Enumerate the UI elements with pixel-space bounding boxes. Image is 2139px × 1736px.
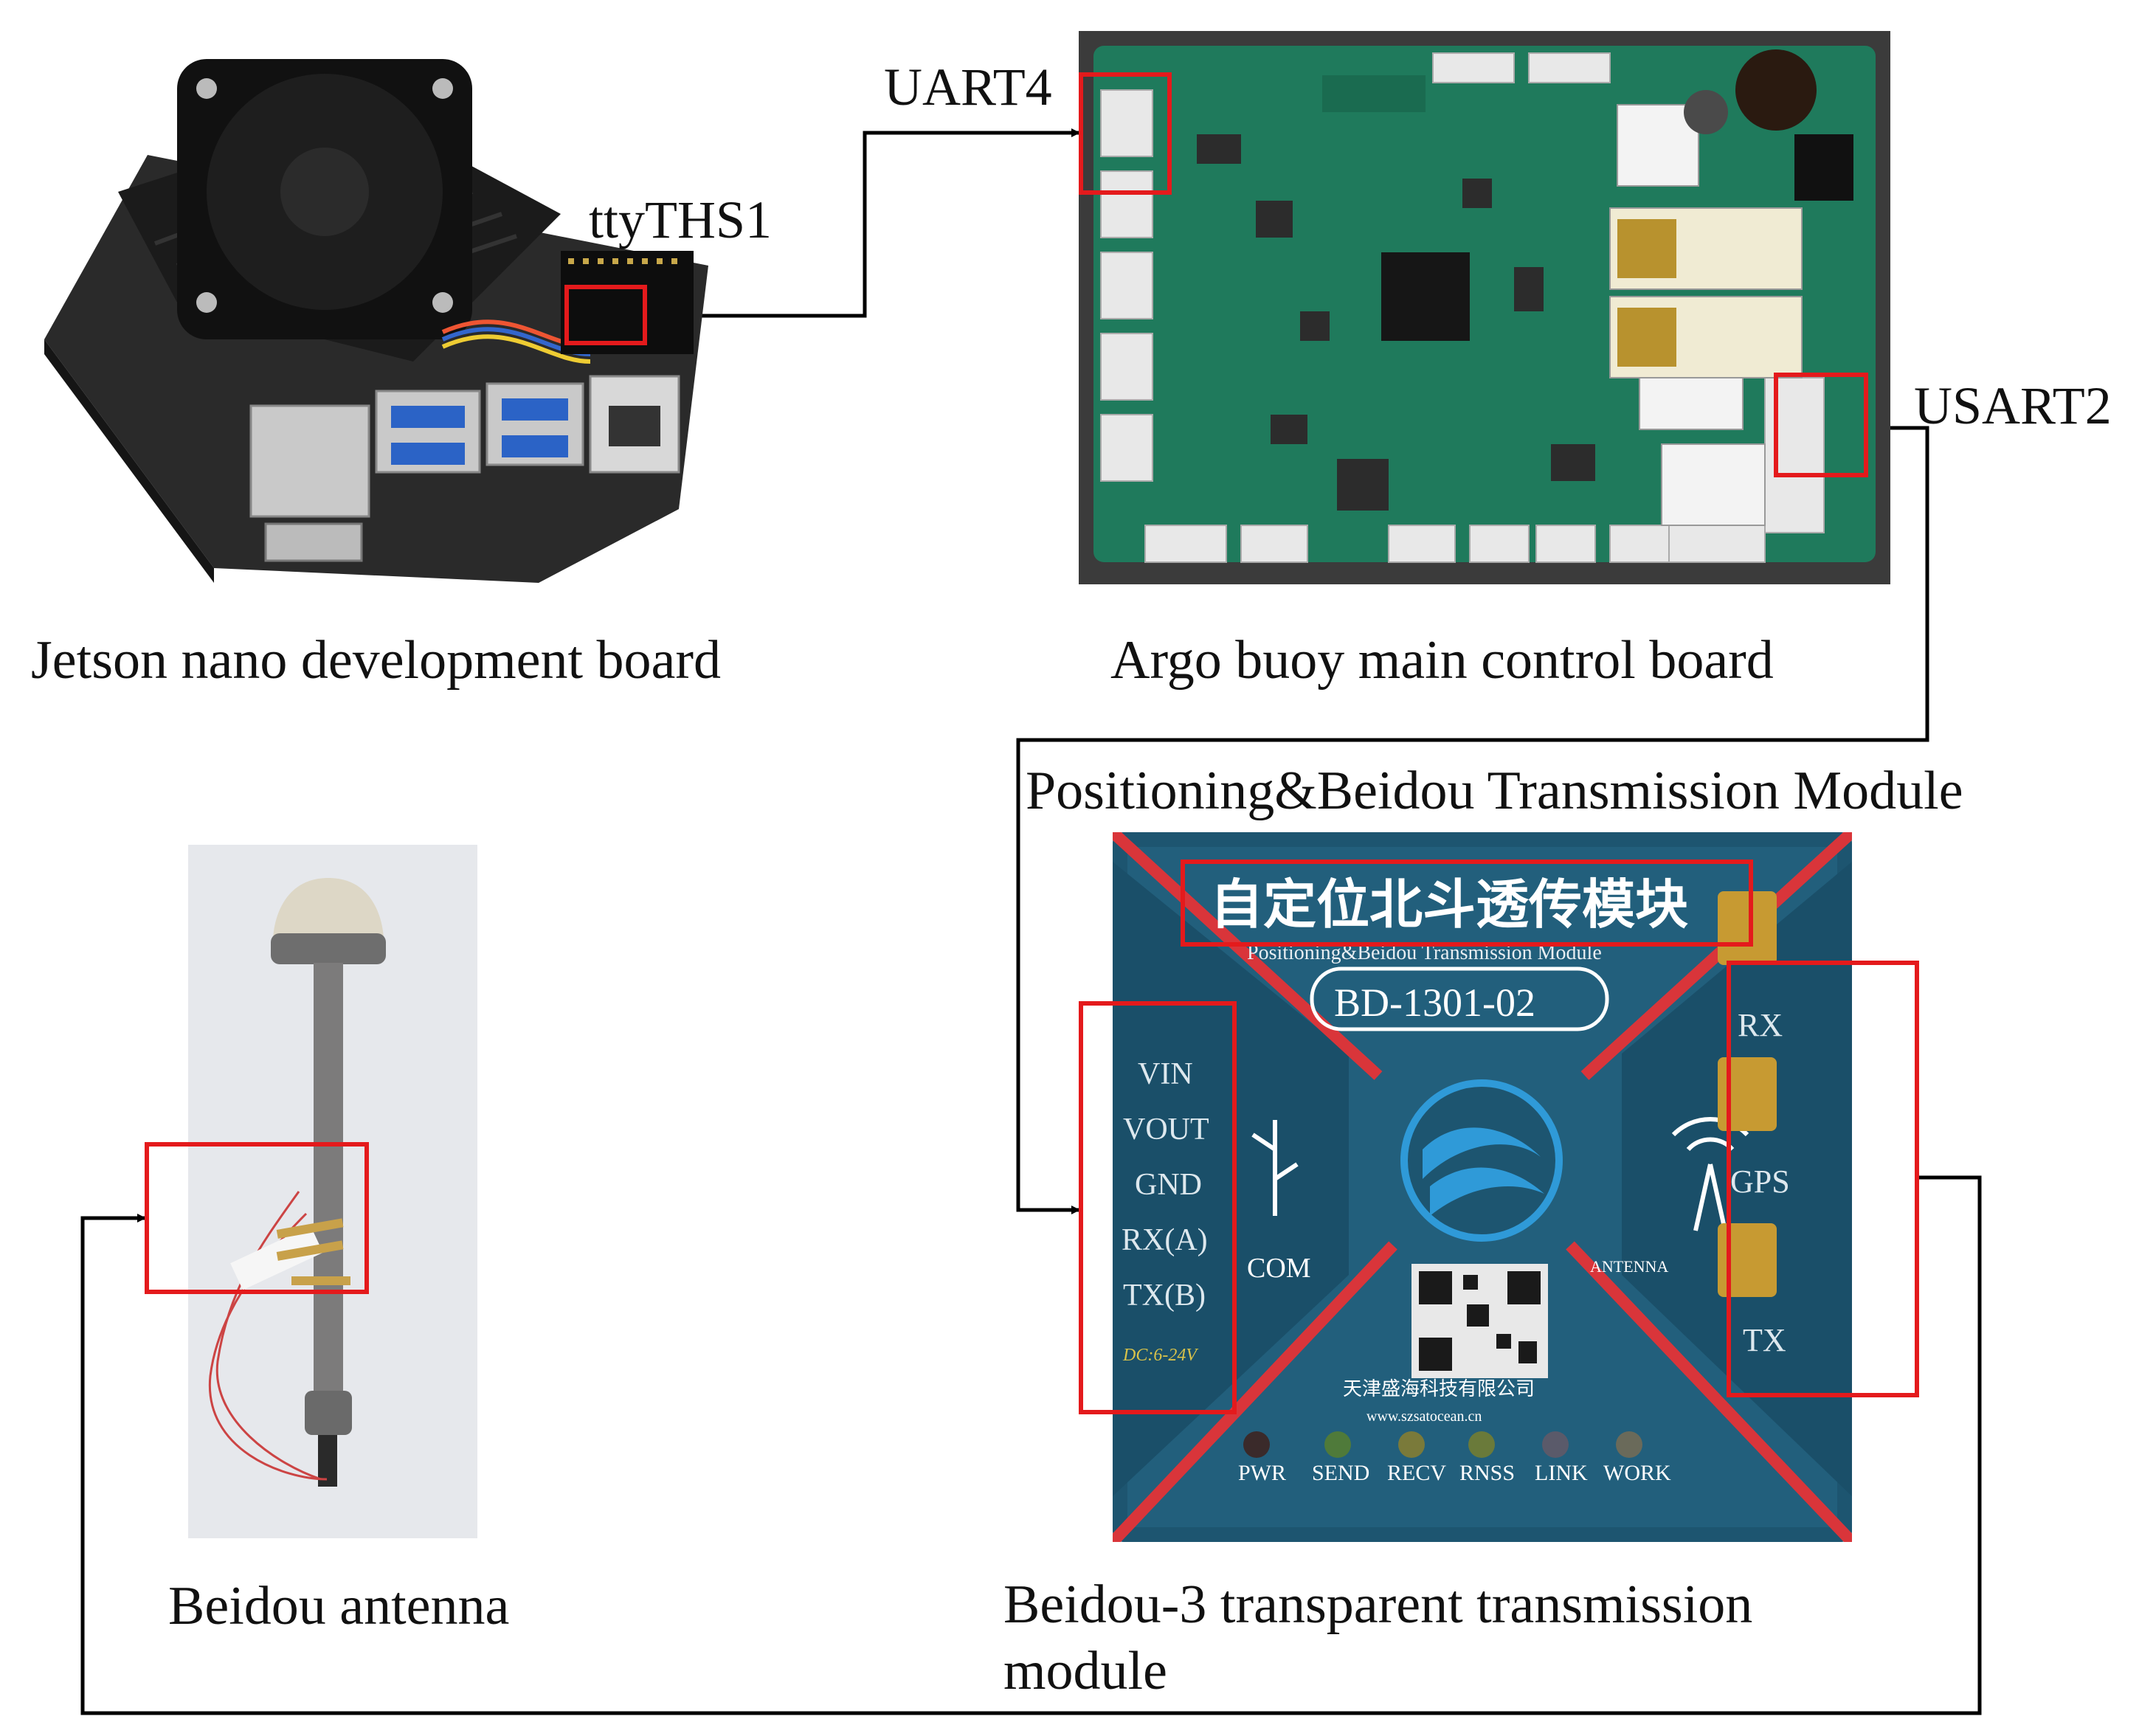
antenna-connector-highlight: [145, 1142, 369, 1294]
argo-caption: Argo buoy main control board: [1110, 630, 1774, 691]
module-illustration: [1108, 828, 1856, 1546]
led-pwr: PWR: [1238, 1461, 1287, 1485]
module-caption-line2: module: [1003, 1641, 1167, 1701]
maker-website: www.szsatocean.cn: [1366, 1408, 1482, 1425]
port-rx: RX: [1738, 1007, 1783, 1043]
led-work: WORK: [1603, 1461, 1671, 1485]
power-spec: DC:6-24V: [1123, 1346, 1197, 1365]
link-module-antenna: [80, 1175, 1982, 1715]
pin-vin: VIN: [1138, 1057, 1193, 1091]
jetson-nano-image: [30, 22, 723, 612]
led-recv: RECV: [1387, 1461, 1447, 1485]
pin-gnd: GND: [1135, 1168, 1202, 1202]
port-gps: GPS: [1730, 1163, 1790, 1200]
jetson-nano-illustration: [44, 59, 708, 583]
beidou-module-image: [1108, 828, 1856, 1546]
usart2-label: USART2: [1914, 376, 2112, 435]
led-labels: PWR SEND RECV RNSS LINK WORK: [1113, 1462, 1852, 1492]
module-title: Positioning&Beidou Transmission Module: [1026, 761, 1963, 821]
usart2-highlight: [1774, 373, 1868, 477]
com-label: COM: [1247, 1253, 1311, 1284]
antenna-port-label: ANTENNA: [1590, 1257, 1669, 1276]
chinese-title-highlight: [1181, 860, 1753, 947]
ttyths1-highlight: [564, 285, 647, 345]
pin-vout: VOUT: [1123, 1113, 1209, 1147]
module-caption-line1: Beidou-3 transparent transmission: [1003, 1574, 1753, 1635]
port-tx: TX: [1743, 1322, 1786, 1358]
led-link: LINK: [1535, 1461, 1588, 1485]
maker-name: 天津盛海科技有限公司: [1343, 1378, 1535, 1400]
beidou-antenna-image: [188, 845, 477, 1538]
antenna-illustration: [208, 878, 386, 1487]
argo-board-illustration: [1093, 46, 1876, 563]
pin-list-highlight: [1079, 1001, 1237, 1414]
pin-tx: TX(B): [1123, 1279, 1206, 1313]
module-model: BD-1301-02: [1334, 981, 1535, 1025]
argo-board-image: [1079, 31, 1890, 584]
link-uart4-jetson: [863, 128, 1080, 316]
uart4-highlight: [1079, 72, 1172, 195]
jetson-caption: Jetson nano development board: [31, 630, 722, 691]
rf-ports-highlight: [1727, 961, 1919, 1397]
led-rnss: RNSS: [1459, 1461, 1516, 1485]
uart4-label: UART4: [884, 58, 1052, 117]
ttyths1-label: ttyTHS1: [589, 190, 773, 249]
antenna-caption: Beidou antenna: [168, 1576, 510, 1636]
led-send: SEND: [1312, 1461, 1370, 1485]
module-chinese-title: 自定位北斗透传模块: [1210, 874, 1689, 936]
pin-rx: RX(A): [1122, 1223, 1208, 1257]
